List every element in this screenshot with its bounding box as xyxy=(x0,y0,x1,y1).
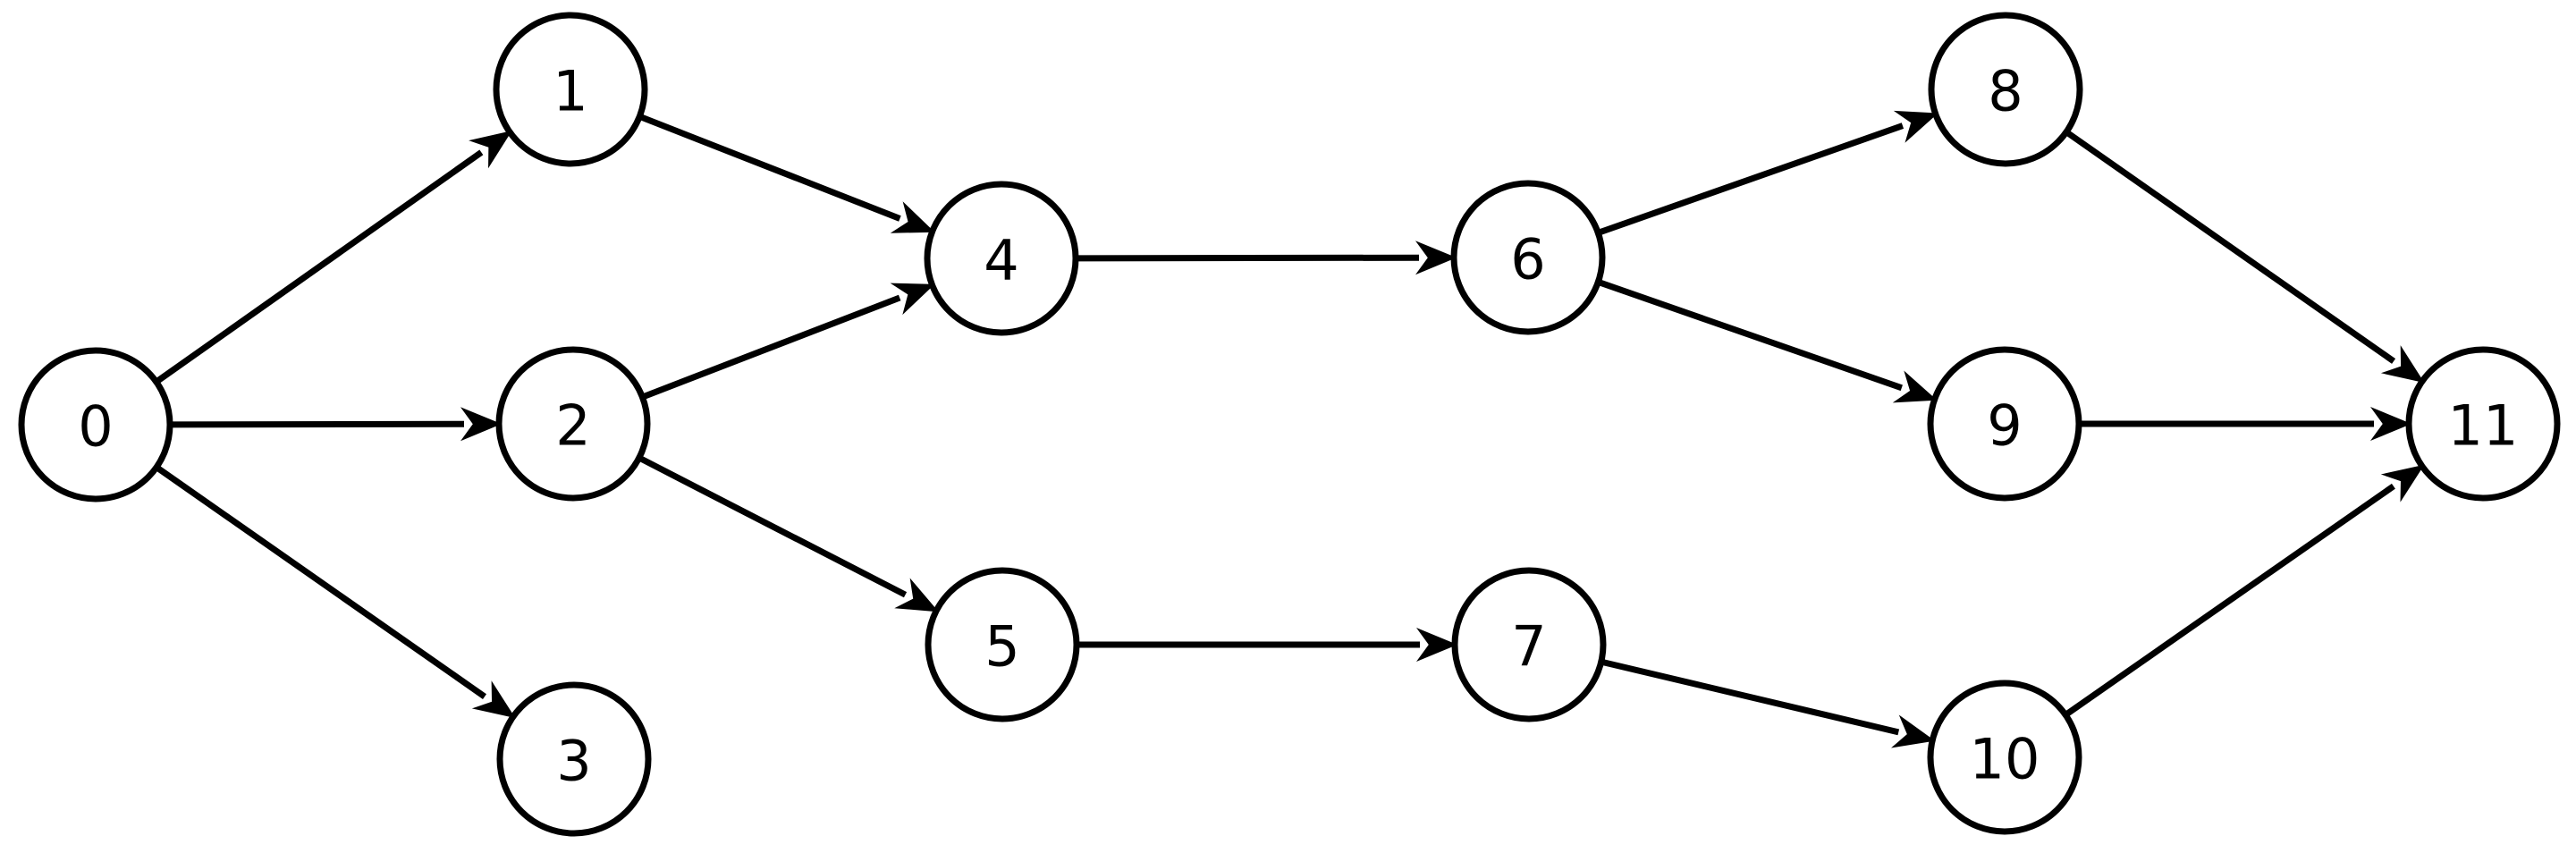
graph-node[interactable]: 6 xyxy=(1450,180,1606,335)
graph-node[interactable]: 3 xyxy=(496,681,652,837)
graph-edge xyxy=(170,407,502,442)
arrowhead-icon xyxy=(1891,714,1936,748)
node-circle[interactable] xyxy=(1451,567,1607,722)
node-circle[interactable] xyxy=(925,567,1080,722)
edge-line xyxy=(638,114,901,222)
node-label: 4 xyxy=(984,228,1018,293)
node-label: 8 xyxy=(1988,59,2023,124)
node-circle[interactable] xyxy=(493,12,648,167)
node-label: 5 xyxy=(984,614,1019,680)
arrowhead-icon xyxy=(890,283,935,316)
graph-edge xyxy=(1076,241,1457,275)
edge-line xyxy=(170,420,465,428)
node-circle[interactable] xyxy=(1450,180,1606,335)
node-label: 10 xyxy=(1970,727,2040,792)
graph-node[interactable]: 10 xyxy=(1927,680,2082,835)
graph-edge xyxy=(642,283,935,401)
node-label: 6 xyxy=(1510,227,1545,292)
node-circle[interactable] xyxy=(1927,680,2082,835)
arrowhead-icon xyxy=(890,201,935,233)
graph-edge xyxy=(638,455,939,612)
graph-node[interactable]: 9 xyxy=(1927,346,2082,502)
node-circle[interactable] xyxy=(924,181,1079,336)
node-label: 3 xyxy=(556,729,591,794)
graph-node[interactable]: 8 xyxy=(1928,12,2083,167)
graph-edge xyxy=(1598,110,1938,236)
arrowhead-icon xyxy=(894,578,939,612)
nodes-layer: 0 1 2 3 4 5 6 7 8 9 10 11 xyxy=(18,12,2561,837)
arrowhead-icon xyxy=(2370,407,2411,441)
node-label: 9 xyxy=(1987,393,2022,459)
arrowhead-icon xyxy=(2380,464,2425,503)
arrowhead-icon xyxy=(1892,370,1938,403)
edge-line xyxy=(155,465,487,699)
edge-line xyxy=(642,294,901,401)
node-label: 11 xyxy=(2448,393,2519,459)
graph-edge xyxy=(1077,628,1457,662)
node-circle[interactable] xyxy=(18,347,173,503)
arrowhead-icon xyxy=(1893,110,1938,143)
edge-line xyxy=(1598,122,1905,236)
graph-edge xyxy=(1600,658,1936,748)
arrowhead-icon xyxy=(460,407,502,442)
graph-edge xyxy=(638,114,935,233)
graph-edge xyxy=(155,465,516,719)
edge-line xyxy=(1598,279,1903,392)
graph-edge xyxy=(2064,464,2425,717)
node-circle[interactable] xyxy=(495,346,651,502)
graph-node[interactable]: 1 xyxy=(493,12,648,167)
graph-edge xyxy=(2065,130,2425,384)
graph-node[interactable]: 5 xyxy=(925,567,1080,722)
node-label: 7 xyxy=(1511,614,1546,680)
arrowhead-icon xyxy=(1416,628,1457,662)
graph-edge xyxy=(155,131,512,384)
node-circle[interactable] xyxy=(2405,346,2561,502)
graph-node[interactable]: 7 xyxy=(1451,567,1607,722)
edge-line xyxy=(155,149,484,384)
arrowhead-icon xyxy=(469,131,512,169)
graph-node[interactable]: 4 xyxy=(924,181,1079,336)
node-circle[interactable] xyxy=(1928,12,2083,167)
node-label: 1 xyxy=(553,59,587,124)
node-circle[interactable] xyxy=(496,681,652,837)
graph-node[interactable]: 0 xyxy=(18,347,173,503)
arrowhead-icon xyxy=(1415,241,1457,275)
graph-edge xyxy=(2080,407,2411,441)
edges-layer xyxy=(155,110,2425,748)
graph-node[interactable]: 11 xyxy=(2405,346,2561,502)
node-label: 2 xyxy=(555,393,590,459)
graph-edge xyxy=(1598,279,1938,403)
arrowhead-icon xyxy=(471,680,516,719)
edge-line xyxy=(638,455,908,598)
edge-line xyxy=(2064,483,2395,717)
arrowhead-icon xyxy=(2380,345,2425,384)
node-label: 0 xyxy=(78,394,113,460)
edge-line xyxy=(1600,658,1900,736)
node-circle[interactable] xyxy=(1927,346,2082,502)
edge-line xyxy=(2065,130,2396,364)
graph-node[interactable]: 2 xyxy=(495,346,651,502)
